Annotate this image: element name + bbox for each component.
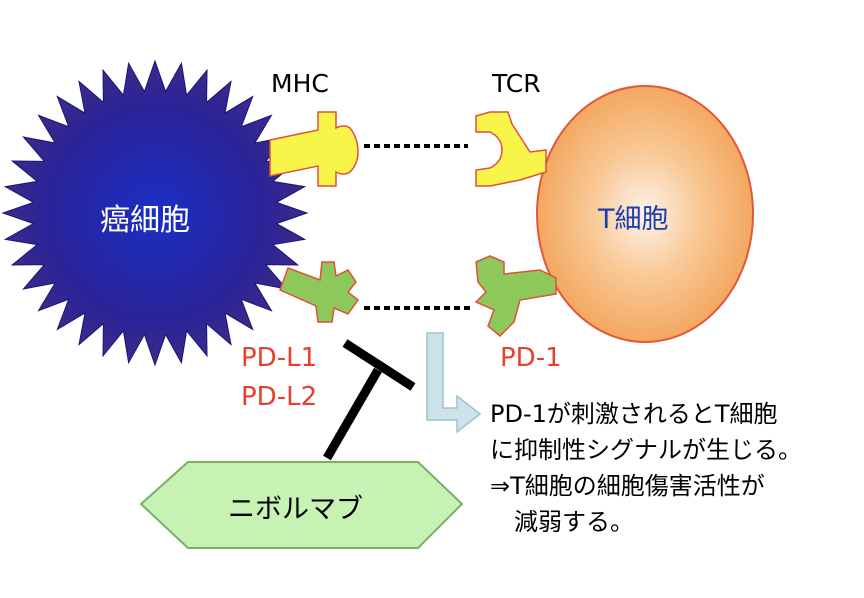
signal-arrow [426,332,482,434]
t-cell-shape [536,85,754,343]
drug-label: ニボルマブ [228,494,363,525]
t-cell-label: T細胞 [598,204,669,235]
pdl2-label: PD-L2 [241,382,318,412]
pdl1-molecule [279,261,360,323]
pd1-molecule [474,255,557,338]
mechanism-caption: PD-1が刺激されるとT細胞 に抑制性シグナルが生じる。 ⇒T細胞の細胞傷害活性… [490,396,802,540]
tcr-label: TCR [492,69,541,98]
cancer-cell-label: 癌細胞 [100,203,190,238]
mhc-label: MHC [271,69,329,98]
caption-line-3: ⇒T細胞の細胞傷害活性が [490,472,765,500]
caption-line-4: 減弱する。 [490,508,634,536]
caption-line-2: に抑制性シグナルが生じる。 [490,436,802,464]
caption-line-1: PD-1が刺激されるとT細胞 [490,400,778,428]
mhc-molecule [269,111,359,187]
nivolumab-hexagon [139,461,464,549]
pd1-label: PD-1 [500,343,562,373]
tcr-molecule [475,111,547,187]
pdl1-label: PD-L1 [241,343,318,373]
inhibition-bar-head [342,339,416,391]
inhibition-bar-stem [323,367,382,461]
